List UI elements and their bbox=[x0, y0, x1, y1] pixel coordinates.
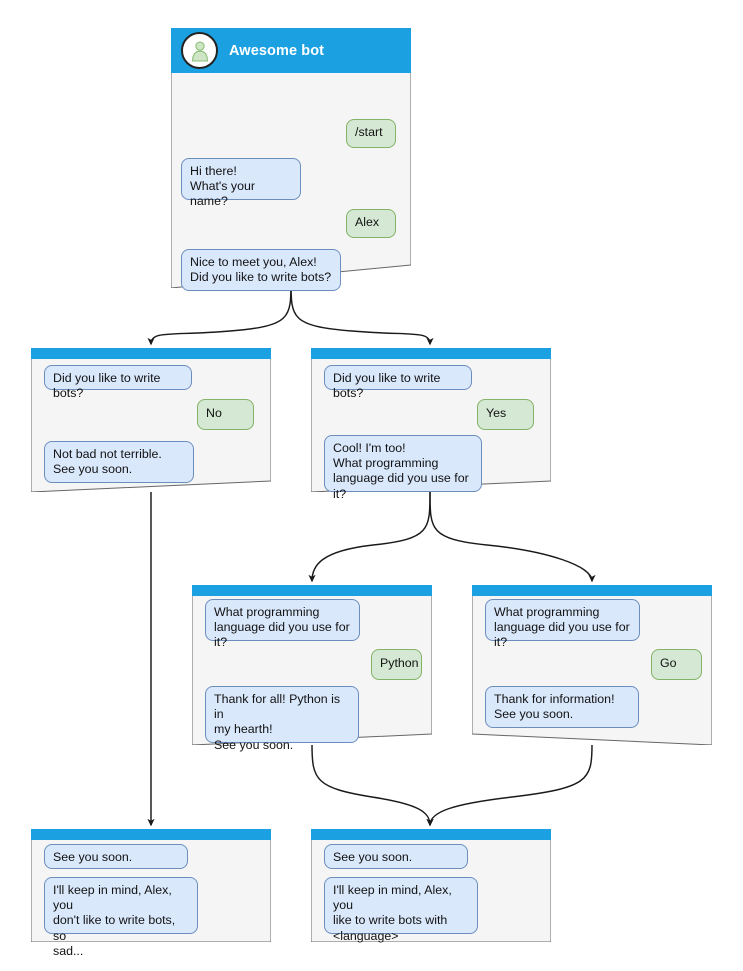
chat-area: /start Hi there! What's your name? Alex … bbox=[171, 73, 411, 291]
chat-area: See you soon. I'll keep in mind, Alex, y… bbox=[31, 840, 271, 958]
connector-yes-to-python bbox=[308, 491, 431, 583]
farewell-no-card[interactable]: See you soon. I'll keep in mind, Alex, y… bbox=[30, 828, 272, 958]
message-bubble-bot[interactable]: See you soon. bbox=[324, 844, 468, 869]
chat-area: What programming language did you use fo… bbox=[472, 596, 712, 745]
message-bubble-user[interactable]: Yes bbox=[477, 399, 534, 430]
connector-go-to-end bbox=[426, 744, 593, 827]
user-avatar-icon bbox=[181, 32, 218, 69]
message-bubble-user[interactable]: No bbox=[197, 399, 254, 430]
card-titlebar bbox=[31, 829, 271, 840]
message-bubble-bot[interactable]: What programming language did you use fo… bbox=[205, 599, 360, 649]
card-titlebar bbox=[311, 829, 551, 840]
card-titlebar bbox=[31, 348, 271, 359]
message-bubble-user[interactable]: Python bbox=[371, 649, 422, 680]
message-bubble-bot[interactable]: What programming language did you use fo… bbox=[485, 599, 640, 649]
message-bubble-bot[interactable]: Did you like to write bots? bbox=[44, 365, 192, 400]
message-bubble-bot[interactable]: Cool! I'm too! What programming language… bbox=[324, 435, 482, 501]
message-bubble-bot[interactable]: Did you like to write bots? bbox=[324, 365, 472, 400]
card-titlebar bbox=[192, 585, 432, 596]
start-card[interactable]: Awesome bot /start Hi there! What's your… bbox=[170, 27, 412, 291]
card-titlebar: Awesome bot bbox=[171, 28, 411, 73]
answer-python-card[interactable]: What programming language did you use fo… bbox=[191, 584, 433, 752]
message-bubble-bot[interactable]: Nice to meet you, Alex! Did you like to … bbox=[181, 249, 341, 291]
message-bubble-bot[interactable]: I'll keep in mind, Alex, you don't like … bbox=[44, 877, 198, 958]
connector-python-to-end bbox=[311, 744, 434, 827]
message-bubble-bot[interactable]: I'll keep in mind, Alex, you like to wri… bbox=[324, 877, 478, 943]
message-bubble-user[interactable]: Go bbox=[651, 649, 702, 680]
message-bubble-user[interactable]: /start bbox=[346, 119, 396, 148]
answer-go-card[interactable]: What programming language did you use fo… bbox=[471, 584, 713, 746]
chat-area: See you soon. I'll keep in mind, Alex, y… bbox=[311, 840, 551, 943]
message-bubble-bot[interactable]: Thank for information! See you soon. bbox=[485, 686, 639, 728]
answer-no-card[interactable]: Did you like to write bots? No Not bad n… bbox=[30, 347, 272, 493]
answer-yes-card[interactable]: Did you like to write bots? Yes Cool! I'… bbox=[310, 347, 552, 501]
message-bubble-bot[interactable]: Not bad not terrible. See you soon. bbox=[44, 441, 194, 483]
bot-title: Awesome bot bbox=[229, 42, 325, 59]
message-bubble-bot[interactable]: Hi there! What's your name? bbox=[181, 158, 301, 208]
farewell-yes-card[interactable]: See you soon. I'll keep in mind, Alex, y… bbox=[310, 828, 552, 943]
chat-area: Did you like to write bots? No Not bad n… bbox=[31, 359, 271, 492]
connector-yes-to-go bbox=[429, 491, 596, 583]
card-titlebar bbox=[311, 348, 551, 359]
chat-area: Did you like to write bots? Yes Cool! I'… bbox=[311, 359, 551, 501]
message-bubble-bot[interactable]: See you soon. bbox=[44, 844, 188, 869]
message-bubble-user[interactable]: Alex bbox=[346, 209, 396, 238]
card-titlebar bbox=[472, 585, 712, 596]
person-glyph bbox=[191, 41, 208, 62]
chat-area: What programming language did you use fo… bbox=[192, 596, 432, 752]
message-bubble-bot[interactable]: Thank for all! Python is in my hearth! S… bbox=[205, 686, 359, 752]
